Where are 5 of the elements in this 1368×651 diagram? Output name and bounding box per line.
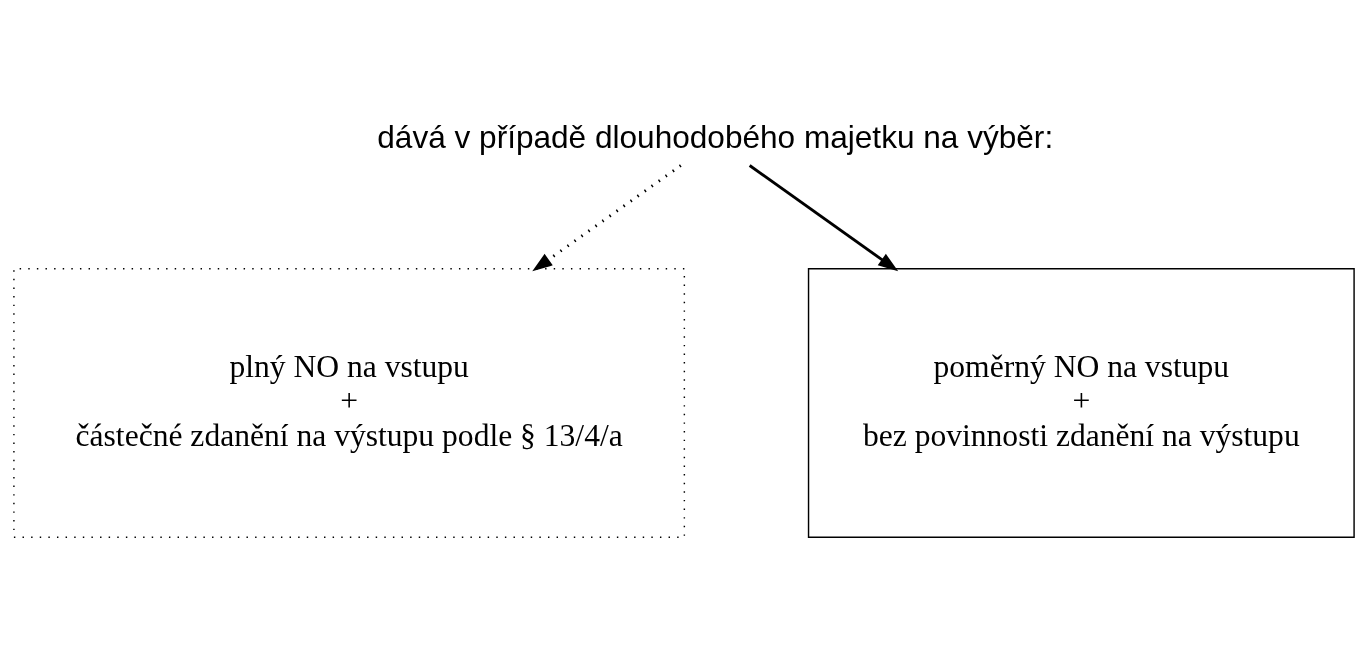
arrow <box>532 164 682 272</box>
node-box: poměrný NO na vstupu + bez povinnosti zdanění na výstupu <box>807 268 1355 538</box>
arrow <box>748 164 899 272</box>
node-box: plný NO na vstupu + částečné zdanění na výstupu podle § 13/4/a <box>13 268 686 538</box>
node-text: dává v případě dlouhodobého majetku na výběr: <box>377 118 1054 155</box>
